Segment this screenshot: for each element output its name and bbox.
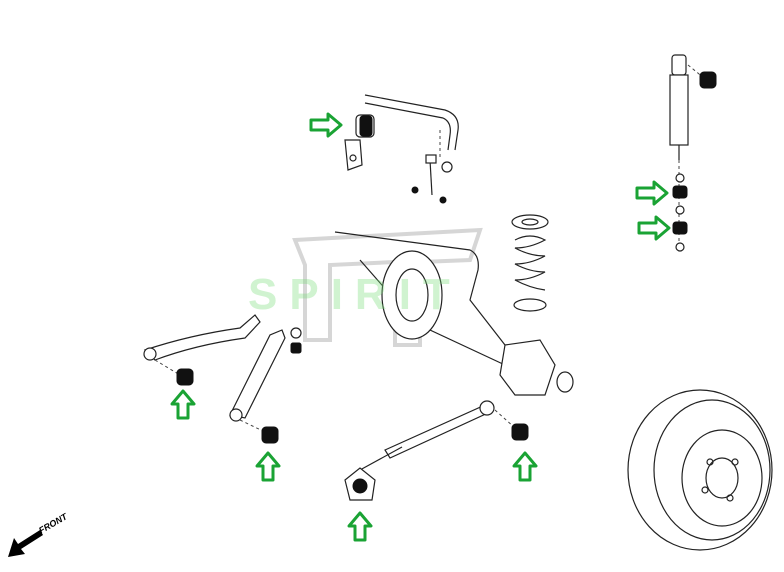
watermark-text: SPIRIT [248, 270, 462, 319]
bushings [176, 71, 717, 444]
highlight-arrows [170, 112, 671, 542]
bushing [511, 423, 529, 441]
bushing [261, 426, 279, 444]
axle-mount [344, 467, 376, 501]
wheel-and-tire [627, 389, 773, 551]
lateral-links [143, 314, 302, 433]
coil-spring [511, 214, 549, 312]
bushing [672, 185, 688, 199]
arrow-up-icon [347, 511, 373, 542]
rear-axle [334, 231, 574, 396]
arrow-right-icon [309, 112, 343, 138]
bushing [699, 71, 717, 89]
front-direction-arrow-icon [8, 530, 43, 557]
arrow-right-icon [637, 215, 671, 241]
anti-roll-bar [344, 94, 459, 204]
bushing [176, 368, 194, 386]
bushing [359, 115, 373, 137]
trailing-arm [359, 400, 516, 471]
arrow-up-icon [512, 451, 538, 482]
arrow-up-icon [170, 389, 196, 420]
arrow-up-icon [255, 451, 281, 482]
bushing [672, 221, 688, 235]
arrow-right-icon [635, 180, 669, 206]
shock-absorber [669, 54, 705, 252]
